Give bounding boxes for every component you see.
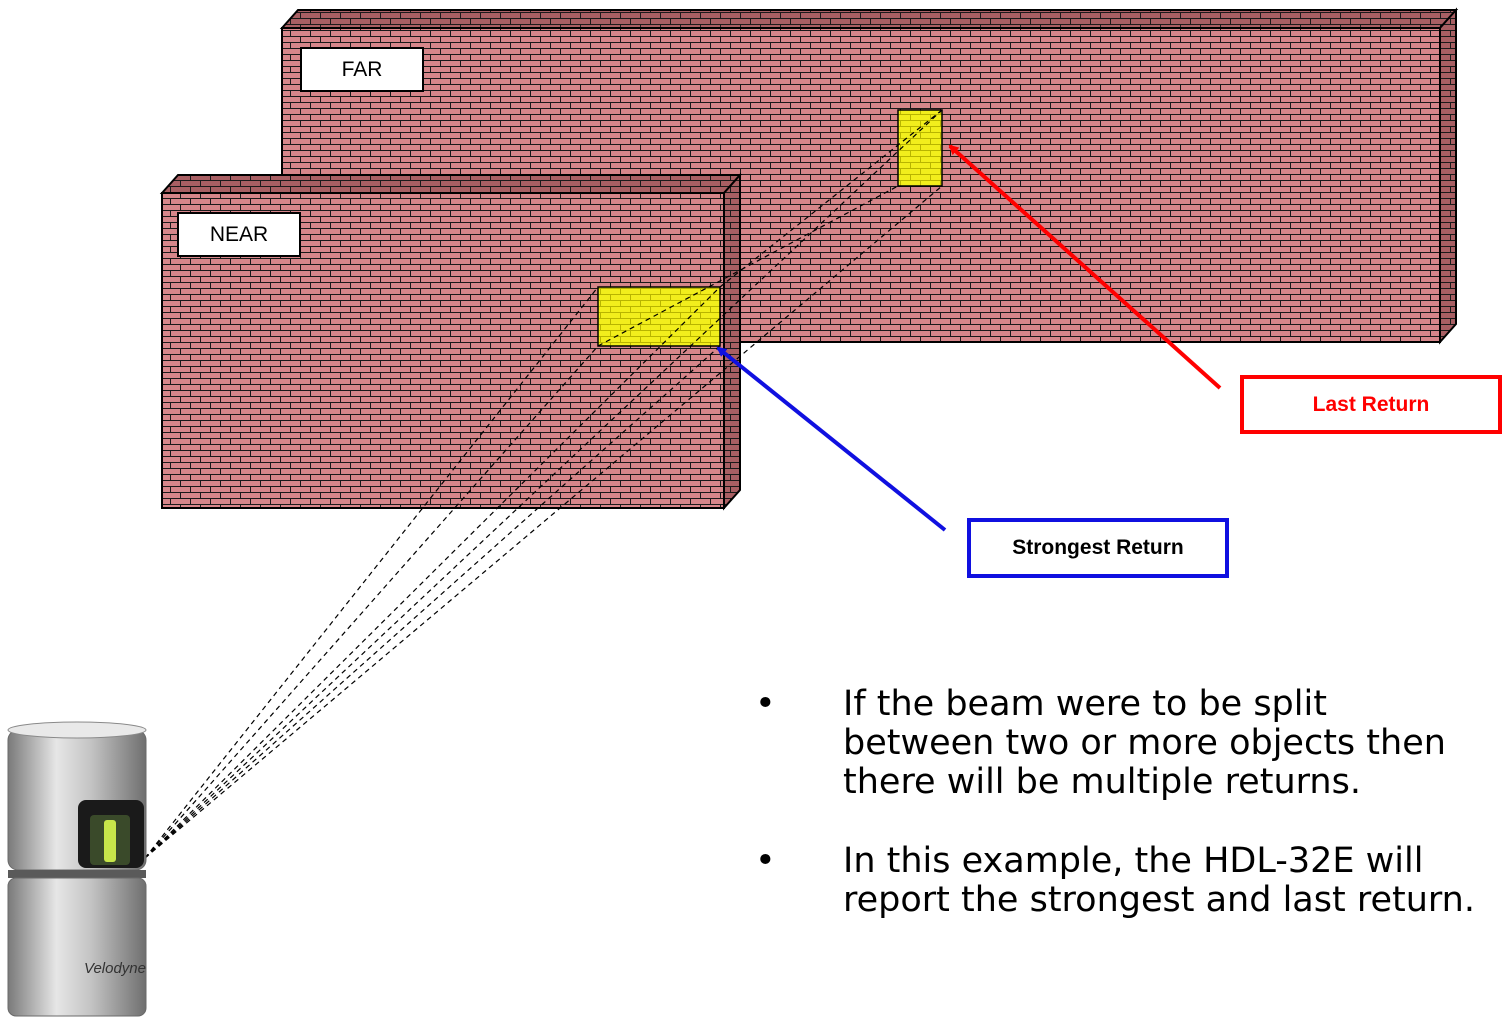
far-label: FAR <box>300 47 424 92</box>
last-return-arrow <box>948 144 1222 390</box>
strongest-return-callout: Strongest Return <box>967 518 1229 578</box>
bullet-line: If the beam were to be split <box>843 685 1327 724</box>
last-return-callout: Last Return <box>1240 375 1502 434</box>
bullet-line: there will be multiple returns. <box>843 762 1361 802</box>
bullet-line: In this example, the HDL-32E will <box>843 841 1424 881</box>
velodyne-sensor: Velodyne <box>7 721 147 1017</box>
bullet-marker: • <box>755 841 776 881</box>
strongest-return-arrow <box>716 346 947 532</box>
bullet-line: between two or more objects then <box>843 723 1446 763</box>
bullet-list: • If the beam were to be split between t… <box>755 685 1507 960</box>
bullet-item: • If the beam were to be split between t… <box>755 685 1507 802</box>
bullet-item: • In this example, the HDL-32E will repo… <box>755 842 1507 920</box>
near-label: NEAR <box>177 212 301 257</box>
bullet-marker: • <box>755 685 776 724</box>
sensor-brand: Velodyne <box>84 960 146 977</box>
near-target-spot <box>597 286 721 347</box>
bullet-line: report the strongest and last return. <box>843 880 1475 920</box>
far-target-spot <box>897 109 943 187</box>
laser-beam <box>144 109 943 859</box>
